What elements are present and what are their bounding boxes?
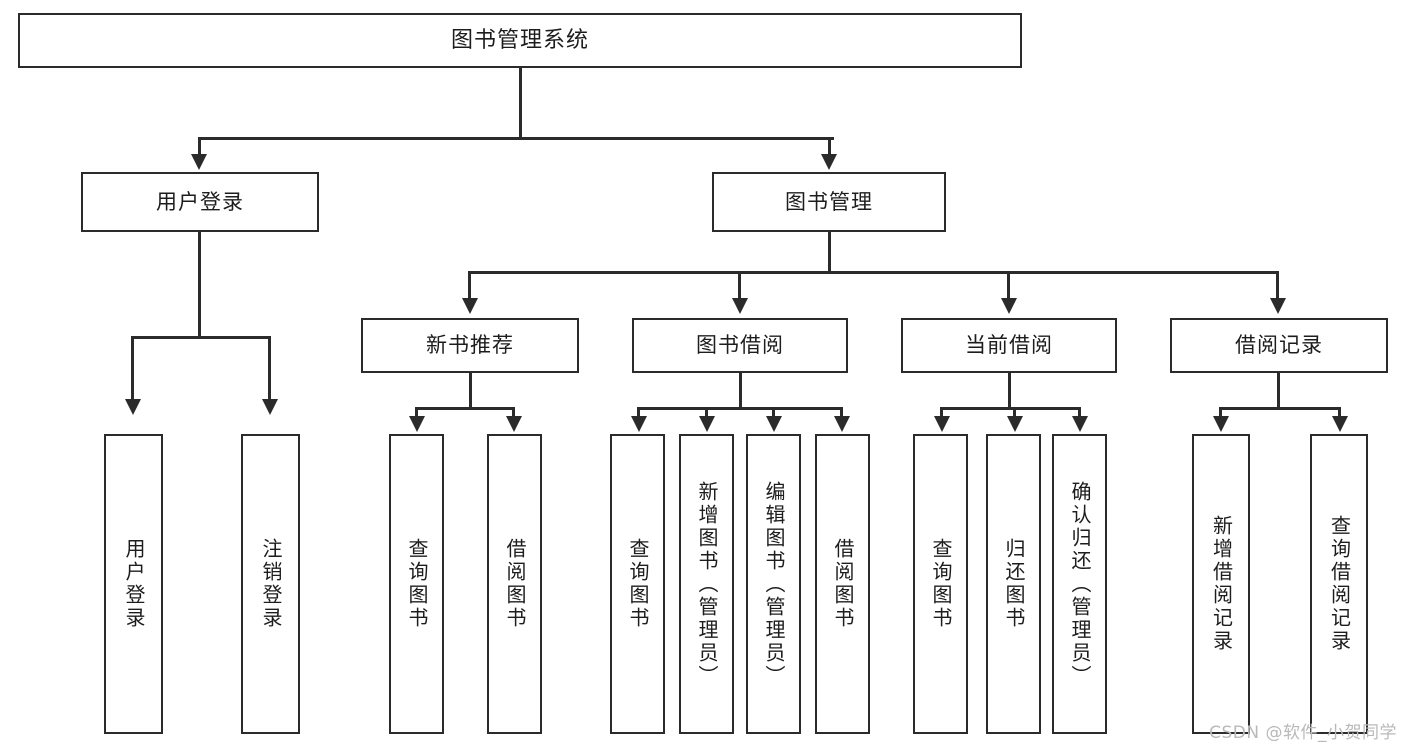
node-label: 借阅记录 (1235, 333, 1323, 358)
leaf-borrow-book-2[interactable]: 借阅图书 (815, 434, 870, 734)
arrow-to-leaf-query-book-2 (631, 416, 647, 432)
leaf-edit-book-admin[interactable]: 编辑图书（管理员） (746, 434, 801, 734)
arrow-to-leaf-add-record (1213, 416, 1229, 432)
edge-bookborrow-stem (739, 373, 742, 407)
arrow-to-leaf-borrow-book-2 (834, 416, 850, 432)
arrow-to-leaf-query-book-3 (934, 416, 950, 432)
node-borrowing-record[interactable]: 借阅记录 (1170, 318, 1388, 373)
edge-bookborrow-bus (637, 407, 843, 410)
edge-bb-drop-3 (772, 407, 775, 417)
edge-bm-drop-2 (738, 271, 741, 299)
edge-book-manage-stem (828, 232, 831, 271)
node-book-borrowing[interactable]: 图书借阅 (632, 318, 848, 373)
edge-newbook-stem (469, 373, 472, 407)
arrow-to-borrow-record (1270, 298, 1286, 314)
edge-newbook-drop-1 (415, 407, 418, 417)
leaf-query-book-2[interactable]: 查询图书 (610, 434, 665, 734)
edge-root-to-book-manage (828, 137, 831, 155)
arrow-to-leaf-add-book (699, 416, 715, 432)
node-label: 查询借阅记录 (1327, 515, 1352, 653)
edge-bb-drop-4 (840, 407, 843, 417)
node-label: 借阅图书 (503, 538, 527, 630)
node-label: 图书管理系统 (450, 27, 589, 53)
edge-cb-drop-3 (1078, 407, 1081, 417)
edge-newbook-drop-2 (512, 407, 515, 417)
leaf-return-book[interactable]: 归还图书 (986, 434, 1041, 734)
edge-currentborrow-bus (940, 407, 1080, 410)
edge-bm-drop-3 (1007, 271, 1010, 299)
leaf-query-book-1[interactable]: 查询图书 (389, 434, 444, 734)
node-label: 当前借阅 (965, 333, 1053, 358)
edge-cb-drop-2 (1013, 407, 1016, 417)
arrow-to-book-borrow (732, 298, 748, 314)
arrow-to-leaf-confirm-return (1072, 416, 1088, 432)
node-label: 编辑图书（管理员） (762, 480, 786, 688)
node-user-login[interactable]: 用户登录 (81, 172, 319, 232)
arrow-to-leaf-query-book-1 (409, 416, 425, 432)
node-label: 查询图书 (626, 538, 650, 630)
edge-user-login-stem (198, 232, 201, 336)
arrow-to-leaf-query-record (1332, 416, 1348, 432)
node-label: 用户登录 (122, 538, 146, 630)
node-label: 新增借阅记录 (1209, 515, 1234, 653)
arrow-to-leaf-edit-book (766, 416, 782, 432)
arrow-to-book-manage (821, 154, 837, 170)
node-book-management[interactable]: 图书管理 (712, 172, 946, 232)
edge-bm-drop-1 (468, 271, 471, 299)
arrow-to-leaf-return-book (1007, 416, 1023, 432)
arrow-to-leaf-borrow-book-1 (506, 416, 522, 432)
leaf-borrow-book-1[interactable]: 借阅图书 (487, 434, 542, 734)
node-label: 查询图书 (405, 538, 429, 630)
leaf-add-book-admin[interactable]: 新增图书（管理员） (679, 434, 734, 734)
node-label: 图书借阅 (696, 333, 784, 358)
leaf-user-login[interactable]: 用户登录 (104, 434, 163, 734)
arrow-to-user-login (191, 154, 207, 170)
edge-cb-drop-1 (940, 407, 943, 417)
edge-root-bus (198, 137, 834, 140)
edge-borrowrecord-stem (1277, 373, 1280, 407)
leaf-query-book-3[interactable]: 查询图书 (913, 434, 968, 734)
edge-currentborrow-stem (1008, 373, 1011, 407)
leaf-add-borrow-record[interactable]: 新增借阅记录 (1192, 434, 1250, 734)
arrow-to-leaf-user-login (125, 399, 141, 415)
edge-bm-drop-4 (1276, 271, 1279, 299)
node-label: 借阅图书 (831, 538, 855, 630)
edge-br-drop-1 (1219, 407, 1222, 417)
node-label: 注销登录 (259, 538, 283, 630)
edge-bb-drop-1 (637, 407, 640, 417)
edge-newbook-bus (415, 407, 515, 410)
node-label: 归还图书 (1002, 538, 1026, 630)
leaf-logout[interactable]: 注销登录 (241, 434, 300, 734)
node-label: 新书推荐 (426, 333, 514, 358)
arrow-to-new-book-rec (462, 298, 478, 314)
edge-user-login-bus (131, 336, 271, 339)
leaf-confirm-return-admin[interactable]: 确认归还（管理员） (1052, 434, 1107, 734)
leaf-query-borrow-record[interactable]: 查询借阅记录 (1310, 434, 1368, 734)
arrow-to-current-borrow (1001, 298, 1017, 314)
node-label: 图书管理 (785, 189, 873, 214)
node-label: 新增图书（管理员） (695, 480, 719, 688)
node-new-book-recommendation[interactable]: 新书推荐 (361, 318, 579, 373)
node-root-book-management-system[interactable]: 图书管理系统 (18, 13, 1022, 68)
node-label: 查询图书 (929, 538, 953, 630)
edge-root-to-user-login (198, 137, 201, 155)
node-label: 用户登录 (156, 189, 244, 214)
arrow-to-leaf-logout (262, 399, 278, 415)
node-label: 确认归还（管理员） (1068, 480, 1092, 688)
edge-user-login-drop-2 (268, 336, 271, 400)
edge-bb-drop-2 (705, 407, 708, 417)
edge-br-drop-2 (1338, 407, 1341, 417)
edge-book-manage-bus (468, 271, 1279, 274)
node-current-borrowing[interactable]: 当前借阅 (901, 318, 1117, 373)
edge-user-login-drop-1 (131, 336, 134, 400)
edge-root-stem (519, 68, 522, 137)
edge-borrowrecord-bus (1219, 407, 1341, 410)
